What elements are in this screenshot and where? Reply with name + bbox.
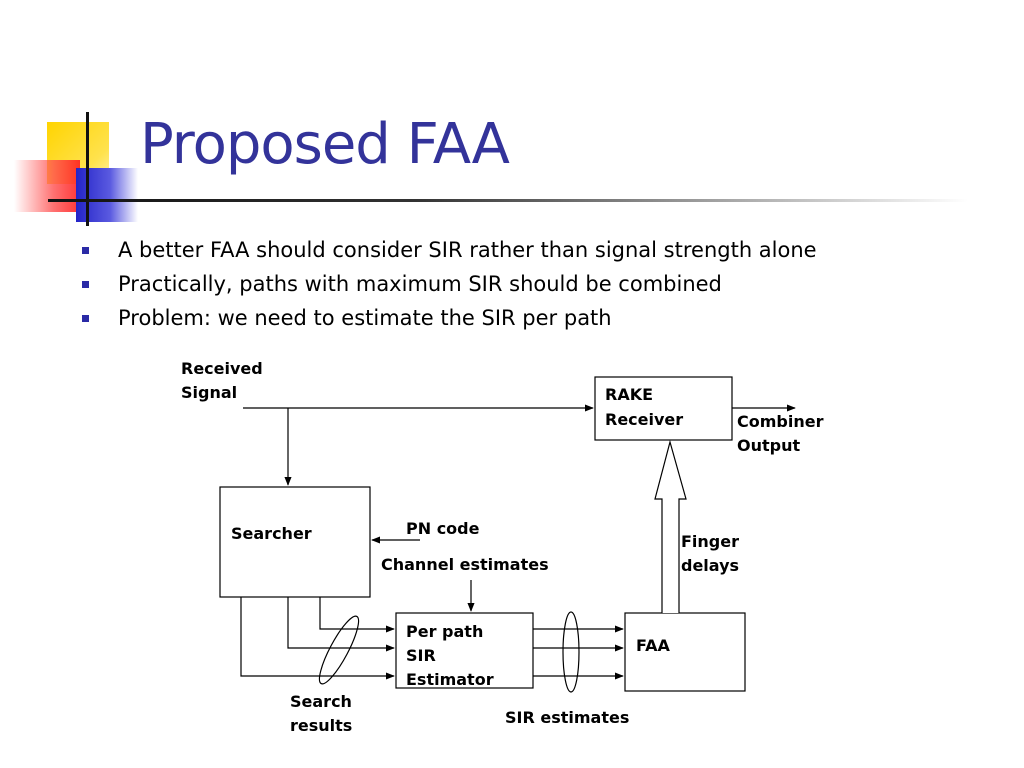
finger-delays-hollow-arrow xyxy=(654,439,687,613)
decor-red-square xyxy=(14,160,80,212)
bullet-item: Problem: we need to estimate the SIR per… xyxy=(76,302,817,336)
combiner-output-label: Combiner Output xyxy=(737,412,829,455)
rake-receiver-label: RAKE Receiver xyxy=(605,385,683,429)
bullet-text: A better FAA should consider SIR rather … xyxy=(118,238,817,262)
bullet-text: Practically, paths with maximum SIR shou… xyxy=(118,272,722,296)
slide-title: Proposed FAA xyxy=(140,112,510,177)
bullet-square-icon xyxy=(82,281,89,288)
search-result-line xyxy=(240,597,395,680)
faa-label: FAA xyxy=(636,636,670,655)
decor-vertical-line xyxy=(86,112,89,226)
bullet-square-icon xyxy=(82,315,89,322)
received-signal-label: Received Signal xyxy=(181,359,268,402)
searcher-label: Searcher xyxy=(231,524,312,543)
searcher-box xyxy=(219,486,371,598)
rake-receiver-box xyxy=(594,376,733,441)
bullet-list: A better FAA should consider SIR rather … xyxy=(76,234,817,336)
search-result-line xyxy=(287,597,395,652)
bullet-item: Practically, paths with maximum SIR shou… xyxy=(76,268,817,302)
sir-estimator-label: Per path SIR Estimator xyxy=(406,622,494,689)
channel-estimates-label: Channel estimates xyxy=(381,555,549,574)
search-results-bundle-ellipse xyxy=(318,615,360,685)
pn-code-label: PN code xyxy=(406,519,480,538)
search-result-line xyxy=(319,597,395,633)
sir-estimates-bundle-ellipse xyxy=(562,611,580,693)
bullet-text: Problem: we need to estimate the SIR per… xyxy=(118,306,612,330)
finger-delays-label: Finger delays xyxy=(681,532,745,575)
bullet-square-icon xyxy=(82,247,89,254)
title-underline xyxy=(48,199,968,202)
sir-estimator-box xyxy=(395,612,534,689)
search-results-label: Search results xyxy=(290,692,358,735)
sir-estimates-label: SIR estimates xyxy=(505,708,629,727)
faa-box xyxy=(624,612,746,692)
bullet-item: A better FAA should consider SIR rather … xyxy=(76,234,817,268)
